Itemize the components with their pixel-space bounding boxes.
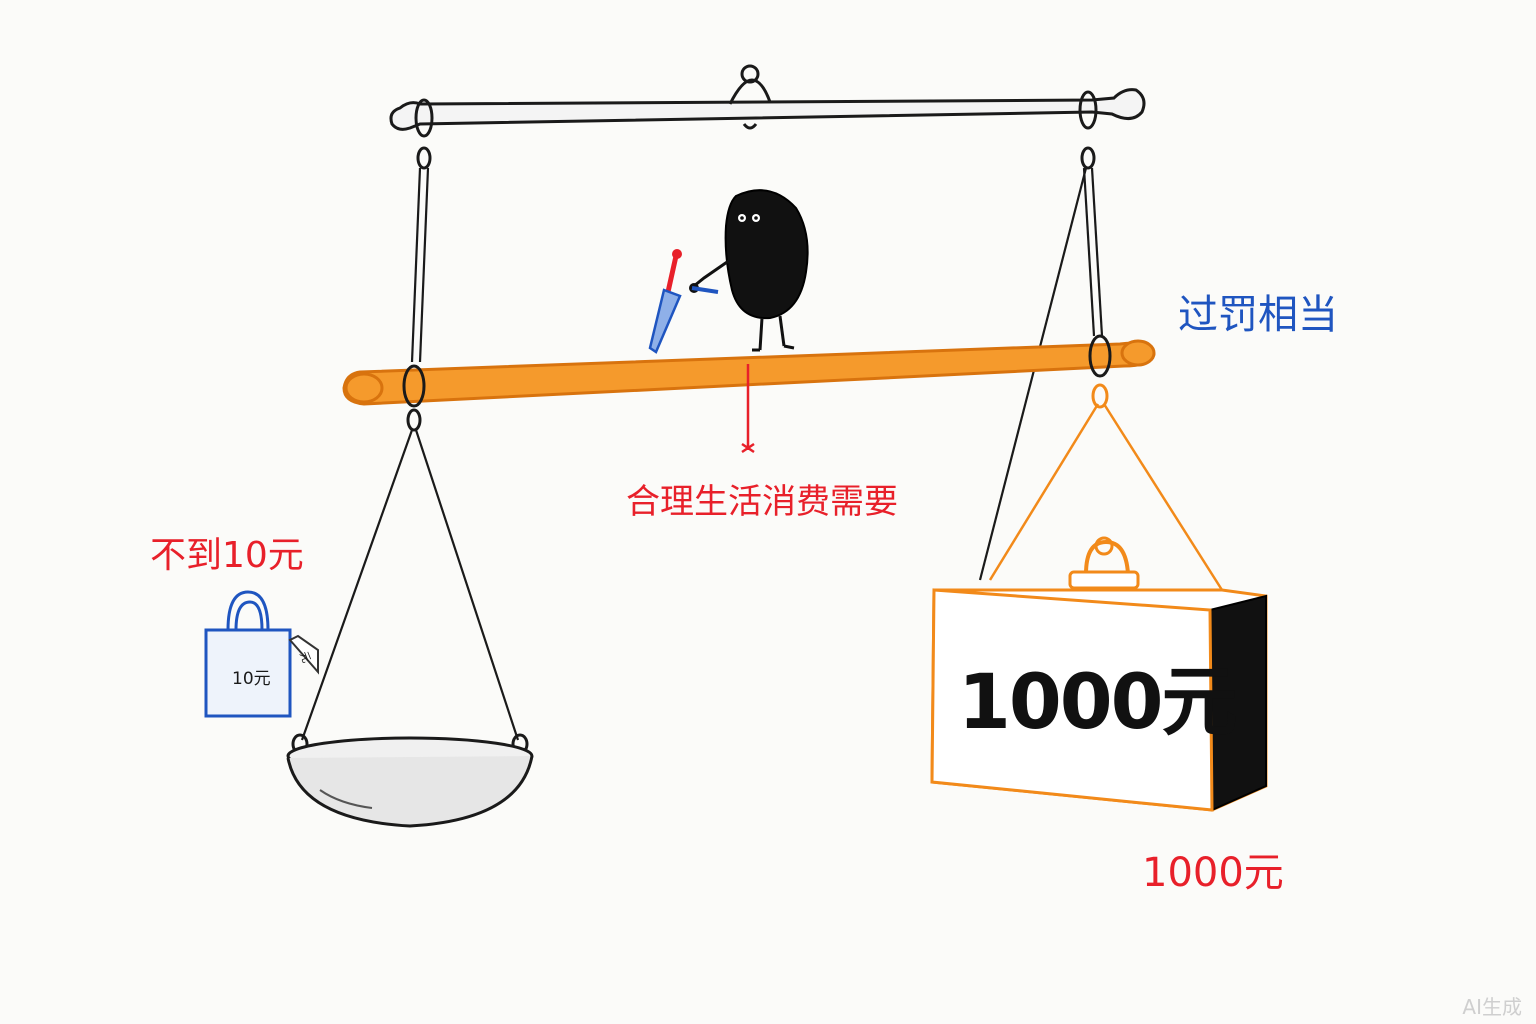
weight-text: 1000元 [958,657,1238,746]
center-note-label: 合理生活消费需要 [626,482,898,522]
shopping-bag-icon [204,590,319,718]
center-pointer [741,364,755,454]
weight-block [930,536,1268,812]
trowel-icon [648,249,719,354]
left-pan [286,733,534,828]
right-price-label: 1000元 [1142,850,1284,896]
right-title-label: 过罚相当 [1178,292,1338,338]
left-price-label: 不到10元 [150,535,304,576]
left-bar-ring [402,364,426,432]
inspector-character [689,189,809,352]
right-top-hook [1078,90,1098,170]
watermark: AI生成 [1462,995,1522,1019]
right-orange-hook [1091,383,1109,409]
bag-label: 10元 [232,669,271,689]
left-top-hook [414,98,434,170]
weight-strings [988,403,1224,591]
upper-strings [410,167,1104,581]
left-pan-strings [300,429,520,741]
right-bar-ring [1088,334,1112,378]
top-beam [389,64,1146,131]
